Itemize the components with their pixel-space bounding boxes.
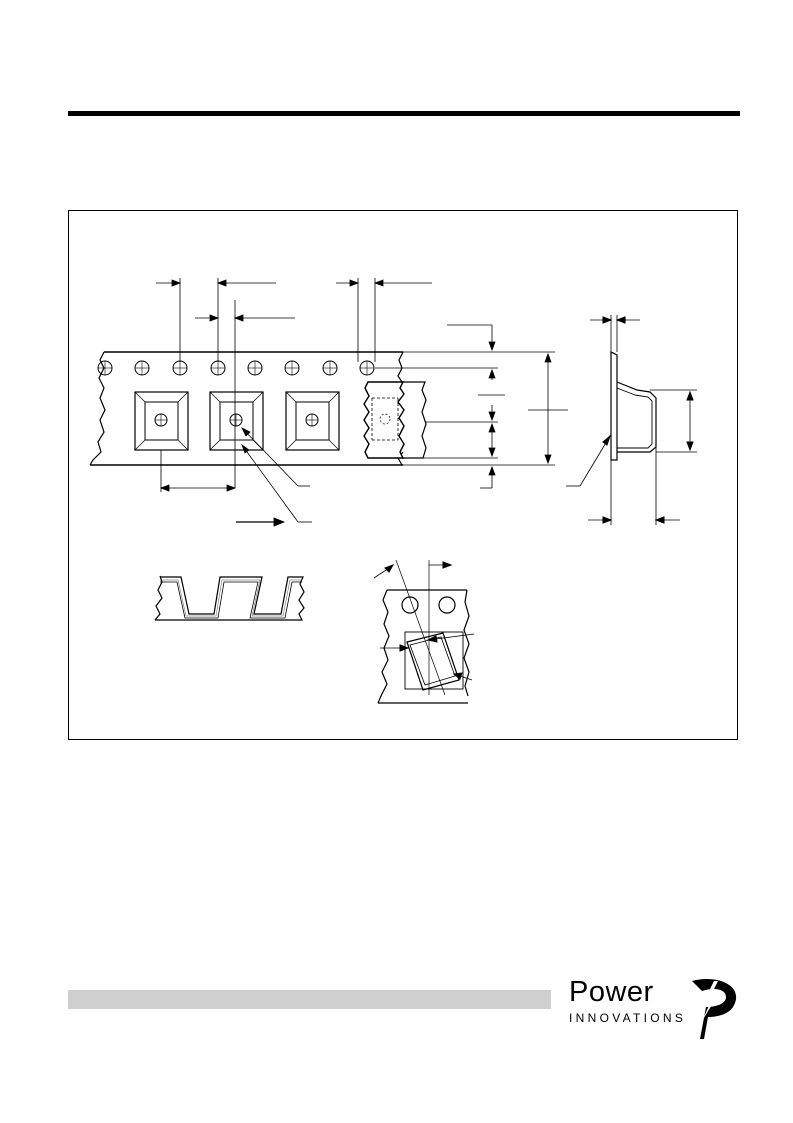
dimension-marks-right bbox=[375, 324, 568, 489]
logo-subword: INNOVATIONS bbox=[569, 1011, 687, 1025]
footer-bar bbox=[68, 990, 551, 1009]
carrier-tape-side-section bbox=[566, 315, 697, 525]
sprocket-holes bbox=[97, 360, 375, 376]
component-rotation-detail bbox=[373, 559, 475, 704]
lightning-p-logo-icon bbox=[692, 979, 737, 1039]
header-rule bbox=[68, 111, 740, 116]
component-pockets bbox=[134, 391, 340, 451]
cover-tape-overlay bbox=[363, 381, 427, 459]
logo-wordmark: Power bbox=[569, 976, 654, 1008]
leader-lines bbox=[236, 427, 312, 527]
dimension-marks-top bbox=[156, 278, 432, 492]
figure-frame bbox=[68, 210, 738, 740]
company-logo: Power INNOVATIONS bbox=[566, 975, 746, 1045]
cover-tape-profile bbox=[154, 575, 305, 621]
carrier-tape-top-view bbox=[89, 278, 568, 527]
